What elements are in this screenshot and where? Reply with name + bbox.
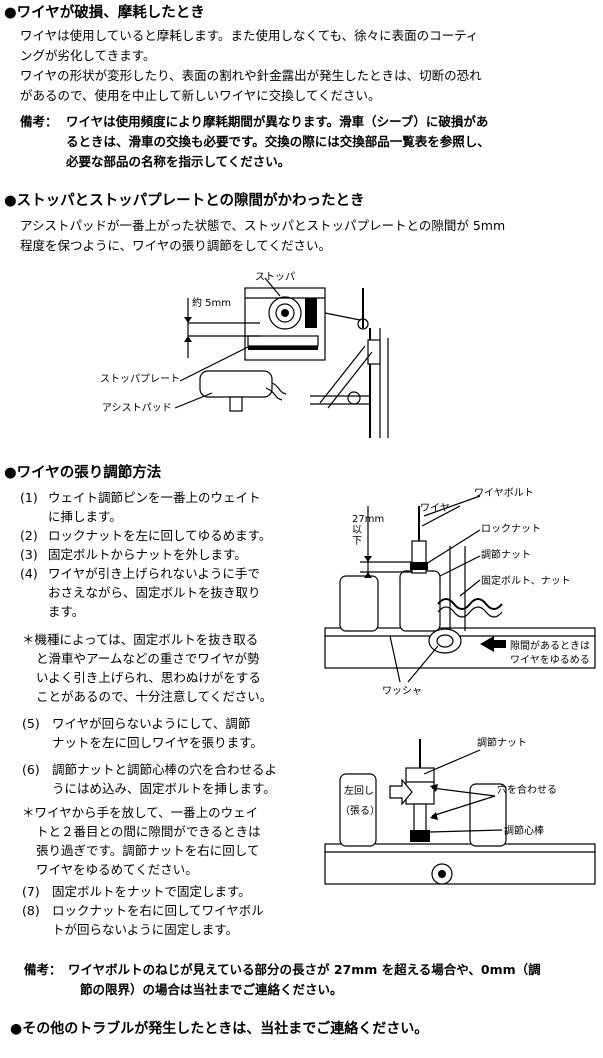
- warning-line: 張り過ぎです。調節ナットを右に回して: [36, 843, 260, 858]
- step-2: (2) ロックナットを左に回してゆるめます。: [20, 526, 320, 545]
- assist-pad-label: アシストパッド: [102, 403, 172, 414]
- warning-line: ことがあるので、十分注意してください。: [36, 689, 273, 704]
- step-5: (5) ワイヤが回らないようにして、調節ナットを左に回しワイヤを張ります。: [22, 714, 322, 752]
- section3-note: ワイヤボルトのねじが見えている部分の長さが 27mm を超える場合や、0mm（調…: [68, 960, 598, 1000]
- section1-line: ングが劣化してきます。: [20, 48, 156, 63]
- gap-note-line: 隙間があるときは: [510, 641, 590, 652]
- wire-label: ワイヤ: [420, 503, 450, 514]
- step-number: (3): [20, 547, 38, 562]
- step-1: (1) ウェイト調節ピンを一番上のウェイトに挿します。: [20, 488, 320, 526]
- step-number: (5): [22, 716, 40, 731]
- section2-line: アシストパッドが一番上がった状態で、ストッパとストッパプレートとの隙間が 5mm: [20, 218, 506, 233]
- dim-label: 27mm 以下: [352, 514, 385, 547]
- gap-note: 隙間があるときは ワイヤをゆるめる: [510, 640, 590, 668]
- section2-heading: ●ストッパとストッパプレートとの隙間がかわったとき: [4, 193, 365, 209]
- note-line: ワイヤは使用頻度により摩耗期間が異なります。滑車（シーブ）に破損があ: [66, 114, 489, 129]
- stopper-label: ストッパ: [255, 272, 295, 283]
- section3-heading: ●ワイヤの張り調節方法: [4, 465, 162, 481]
- steps-group-b: (5) ワイヤが回らないようにして、調節ナットを左に回しワイヤを張ります。 (6…: [22, 714, 322, 798]
- step-number: (4): [20, 566, 38, 581]
- warning-line: ＊ワイヤから手を放して、一番上のウェイ: [22, 805, 259, 820]
- adjust-nut-diagram: [324, 739, 596, 885]
- turn-left-label: 左回し: [344, 786, 374, 797]
- gap-label: 約 5mm: [192, 298, 232, 309]
- step-line: 調節ナットと調節心棒の穴を合わせるよ: [52, 762, 278, 777]
- note-line: 必要な部品の名称を指示してください。: [66, 154, 291, 169]
- note-line: 節の限界）の場合は当社までご連絡ください。: [80, 982, 343, 997]
- align-holes-label: 穴を合わせる: [497, 785, 557, 796]
- step-line: おさえながら、固定ボルトを抜き取り: [48, 585, 261, 600]
- step-line: ウェイト調節ピンを一番上のウェイト: [48, 490, 261, 505]
- step-line: トが回らないように固定します。: [52, 922, 239, 937]
- step-line: 固定ボルトからナットを外します。: [48, 547, 247, 562]
- step-line: ワイヤが引き上げられないように手で: [48, 566, 260, 581]
- step-line: ワイヤが回らないようにして、調節: [52, 716, 251, 731]
- section1-note-label: 備考：: [20, 114, 58, 129]
- step-6: (6) 調節ナットと調節心棒の穴を合わせるようにはめ込み、固定ボルトを挿します。: [22, 760, 322, 798]
- step-line: 固定ボルトをナットで固定します。: [52, 884, 251, 899]
- adjust-nut-label: 調節ナット: [481, 550, 531, 561]
- lock-nut-label: ロックナット: [481, 524, 541, 535]
- step-line: に挿します。: [48, 509, 122, 524]
- warning-line: ワイヤをゆるめてください。: [36, 862, 198, 877]
- warning-line: ＊機種によっては、固定ボルトを抜き取る: [22, 632, 259, 647]
- footer-note: ●その他のトラブルが発生したときは、当社までご連絡ください。: [10, 1021, 429, 1037]
- fix-bolt-nut-label: 固定ボルト、ナット: [481, 576, 571, 587]
- step-number: (2): [20, 528, 38, 543]
- wire-bolt-diagram: [324, 495, 596, 683]
- gap-note-line: ワイヤをゆるめる: [510, 655, 590, 666]
- warning-1: ＊機種によっては、固定ボルトを抜き取る と滑車やアームなどの重さでワイヤが勢 い…: [22, 630, 322, 706]
- section1-note: ワイヤは使用頻度により摩耗期間が異なります。滑車（シーブ）に破損があ るときは、…: [66, 112, 596, 172]
- step-line: ロックナットを右に回してワイヤボル: [52, 903, 264, 918]
- washer-label: ワッシャ: [382, 686, 422, 697]
- warning-2: ＊ワイヤから手を放して、一番上のウェイ トと２番目との間に隙間ができるときは 張…: [22, 803, 322, 879]
- section1-line: ワイヤの形状が変形したり、表面の割れや針金露出が発生したときは、切断の恐れ: [20, 68, 482, 83]
- section3-note-label: 備考：: [24, 962, 62, 977]
- step-4: (4) ワイヤが引き上げられないように手でおさえながら、固定ボルトを抜き取ります…: [20, 564, 320, 621]
- section1-body: ワイヤは使用していると摩耗します。また使用しなくても、徐々に表面のコーティ ング…: [20, 26, 600, 106]
- stopper-diagram: [174, 277, 389, 438]
- step-3: (3) 固定ボルトからナットを外します。: [20, 545, 320, 564]
- section1-line: ワイヤは使用していると摩耗します。また使用しなくても、徐々に表面のコーティ: [20, 28, 479, 43]
- section2-body: アシストパッドが一番上がった状態で、ストッパとストッパプレートとの隙間が 5mm…: [20, 216, 600, 256]
- adjust-nut-label-2: 調節ナット: [477, 738, 527, 749]
- note-line: るときは、滑車の交換も必要です。交換の際には交換部品一覧表を参照し、: [66, 134, 490, 149]
- steps-group-a: (1) ウェイト調節ピンを一番上のウェイトに挿します。 (2) ロックナットを左…: [20, 488, 320, 621]
- section2-line: 程度を保つように、ワイヤの張り調節をしてください。: [20, 238, 332, 253]
- warning-line: いよく引き上げられ、思わぬけがをする: [36, 670, 261, 685]
- warning-line: と滑車やアームなどの重さでワイヤが勢: [36, 651, 260, 666]
- step-line: うにはめ込み、固定ボルトを挿します。: [52, 781, 276, 796]
- step-number: (1): [20, 490, 38, 505]
- step-number: (6): [22, 762, 40, 777]
- step-number: (7): [22, 884, 40, 899]
- step-line: ロックナットを左に回してゆるめます。: [48, 528, 272, 543]
- stopper-plate-label: ストッパプレート: [100, 374, 180, 385]
- adjust-rod-label: 調節心棒: [504, 826, 544, 837]
- note-line: ワイヤボルトのねじが見えている部分の長さが 27mm を超える場合や、0mm（調: [68, 962, 541, 977]
- section1-heading: ●ワイヤが破損、摩耗したとき: [4, 5, 205, 21]
- steps-group-c: (7) 固定ボルトをナットで固定します。 (8) ロックナットを右に回してワイヤ…: [22, 882, 322, 939]
- step-number: (8): [22, 903, 40, 918]
- tension-label: （張る）: [340, 806, 380, 817]
- step-8: (8) ロックナットを右に回してワイヤボルトが回らないように固定します。: [22, 901, 322, 939]
- step-line: ナットを左に回しワイヤを張ります。: [52, 735, 263, 750]
- wire-bolt-label: ワイヤボルト: [474, 488, 534, 499]
- step-7: (7) 固定ボルトをナットで固定します。: [22, 882, 322, 901]
- warning-line: トと２番目との間に隙間ができるときは: [36, 824, 261, 839]
- section1-line: があるので、使用を中止して新しいワイヤに交換してください。: [20, 88, 381, 103]
- step-line: ます。: [48, 604, 85, 619]
